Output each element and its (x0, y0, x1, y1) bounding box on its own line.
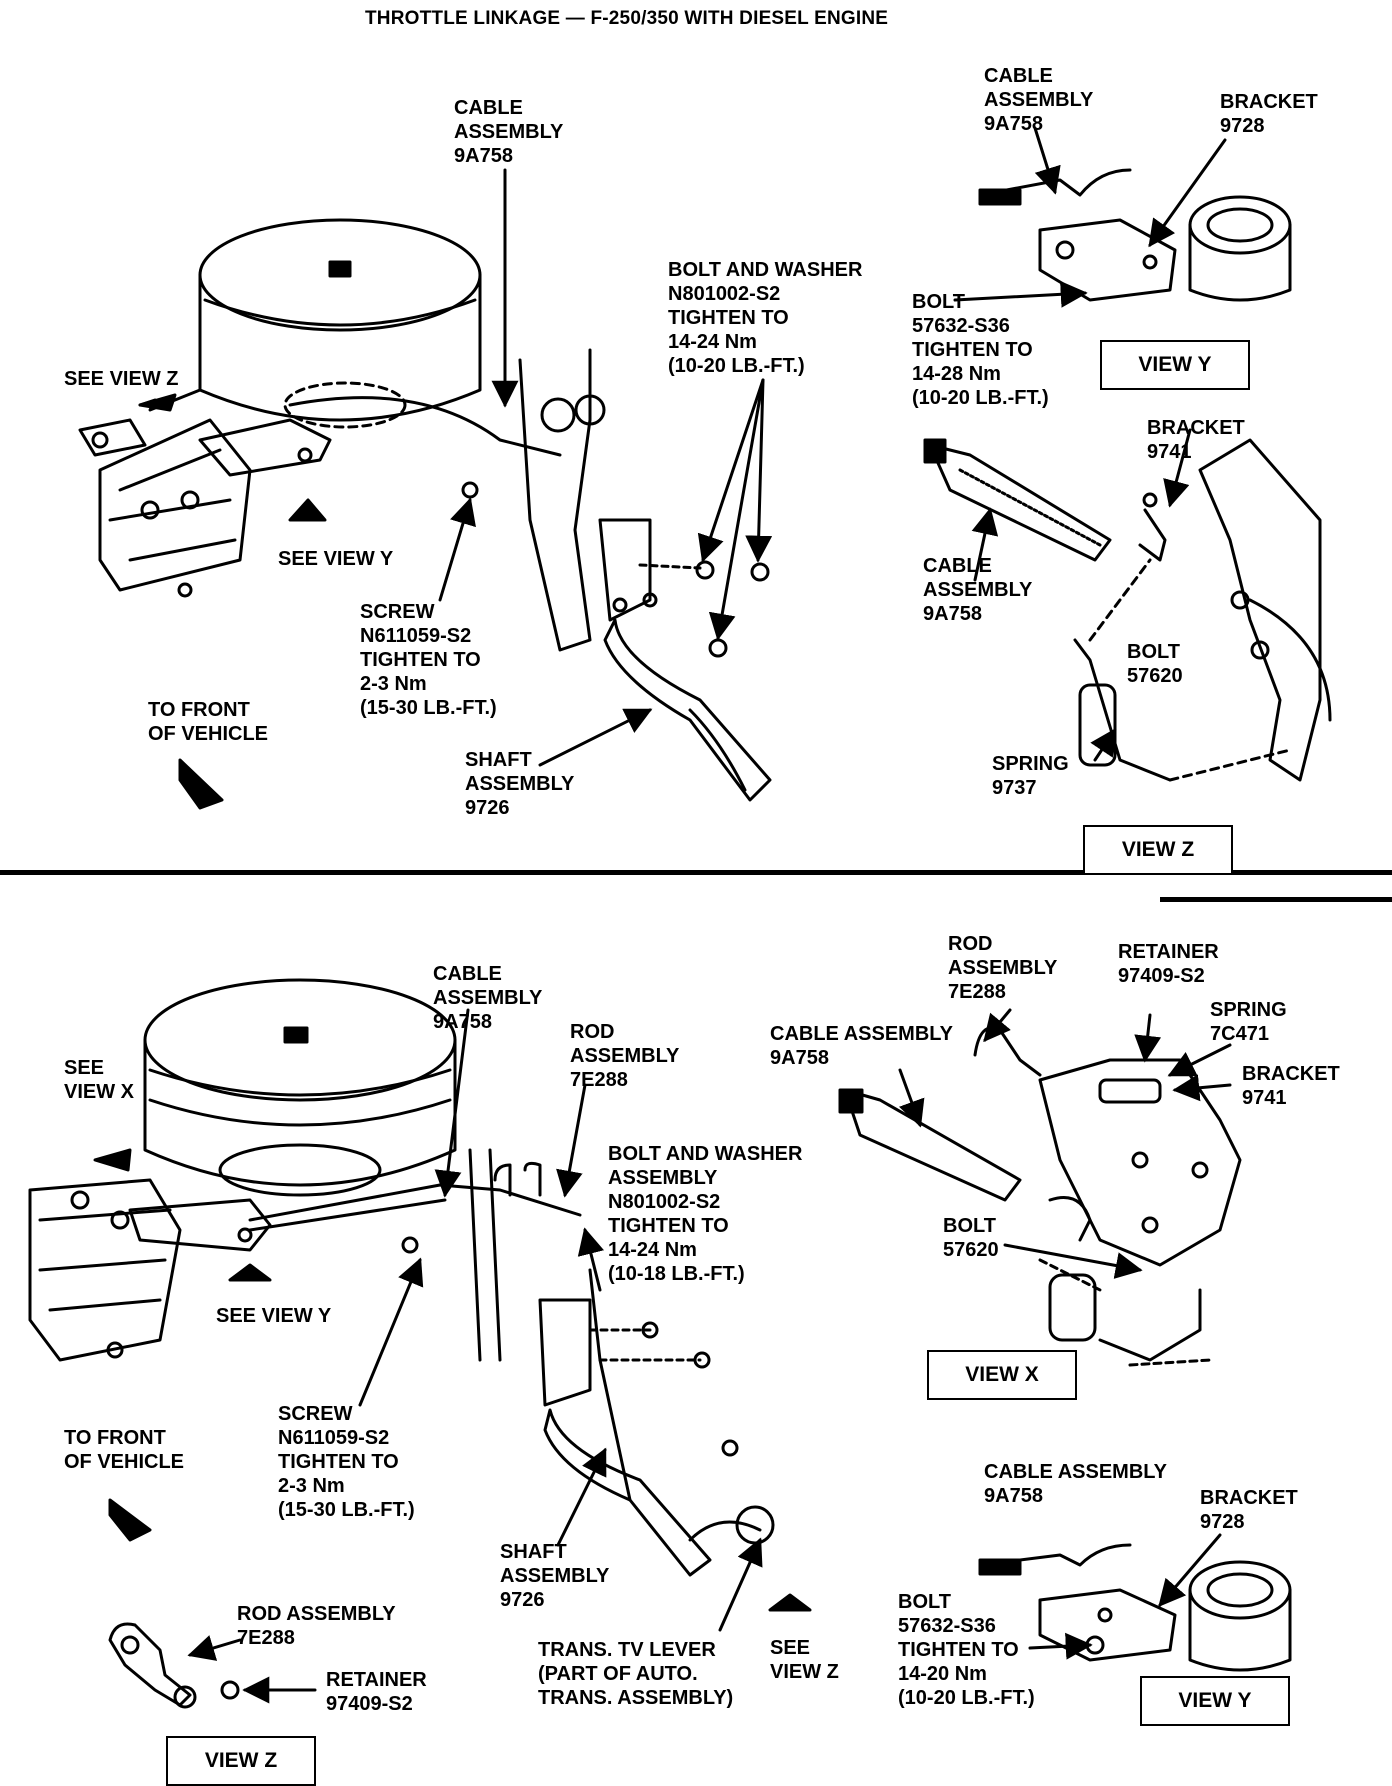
top-viewz-bolt-label: BOLT 57620 (1127, 641, 1183, 687)
bottom-engine-group (28, 978, 775, 1577)
top-front-of-vehicle-label: TO FRONT OF VEHICLE (148, 699, 269, 745)
top-viewy-bracket-label: BRACKET 9728 (1220, 91, 1318, 137)
bottom-bolt-washer-label: BOLT AND WASHER ASSEMBLY N801002-S2 TIGH… (608, 1143, 803, 1285)
bottom-cable-assembly-label: CABLE ASSEMBLY 9A758 (433, 963, 543, 1033)
bottom-view-z-drawing (108, 1622, 317, 1709)
bottom-viewy-bolt-label: BOLT 57632-S36 TIGHTEN TO 14-20 Nm (10-2… (898, 1591, 1035, 1709)
top-view-z-box: VIEW Z (1083, 825, 1233, 875)
top-bolt-washer-label: BOLT AND WASHER N801002-S2 TIGHTEN TO 14… (668, 259, 863, 377)
top-pedal-arm (603, 618, 772, 802)
bottom-viewx-spring-label: SPRING 7C471 (1210, 999, 1287, 1045)
bottom-viewx-bolt-label: BOLT 57620 (943, 1215, 999, 1261)
bottom-viewz-retainer-label: RETAINER 97409-S2 (326, 1669, 427, 1715)
bottom-tv-lever-label: TRANS. TV LEVER (PART OF AUTO. TRANS. AS… (538, 1639, 734, 1709)
top-viewz-cable-label: CABLE ASSEMBLY 9A758 (923, 555, 1033, 625)
bottom-see-view-z-arrow (768, 1593, 812, 1612)
bottom-view-y-drawing (978, 1533, 1292, 1672)
bottom-viewx-retainer-label: RETAINER 97409-S2 (1118, 941, 1219, 987)
top-wing-nut (328, 260, 352, 278)
bottom-viewx-cable-label: CABLE ASSEMBLY 9A758 (770, 1023, 953, 1069)
bottom-rod-assembly-label: ROD ASSEMBLY 7E288 (570, 1021, 680, 1091)
bottom-viewz-rod-label: ROD ASSEMBLY 7E288 (237, 1603, 396, 1649)
top-viewy-cable-label: CABLE ASSEMBLY 9A758 (984, 65, 1094, 135)
top-front-arrow (178, 758, 224, 810)
top-shaft-assembly-label: SHAFT ASSEMBLY 9726 (465, 749, 575, 819)
bottom-viewy-bracket-label: BRACKET 9728 (1200, 1487, 1298, 1533)
top-firewall (518, 348, 592, 652)
bottom-viewx-rod-label: ROD ASSEMBLY 7E288 (948, 933, 1058, 1003)
bottom-see-view-x-label: SEE VIEW X (64, 1057, 135, 1103)
bottom-viewx-bracket-label: BRACKET 9741 (1242, 1063, 1340, 1109)
bottom-view-z-box: VIEW Z (166, 1736, 316, 1786)
page-title: THROTTLE LINKAGE — F-250/350 WITH DIESEL… (365, 8, 889, 29)
top-viewz-bracket-label: BRACKET 9741 (1147, 417, 1245, 463)
bottom-see-view-z-label: SEE VIEW Z (770, 1637, 839, 1683)
top-viewz-spring-label: SPRING 9737 (992, 753, 1069, 799)
top-screw-label: SCREW N611059-S2 TIGHTEN TO 2-3 Nm (15-3… (360, 601, 497, 719)
top-linkage-bar (198, 418, 332, 477)
top-view-y-drawing (953, 126, 1292, 308)
bottom-shaft-assembly-label: SHAFT ASSEMBLY 9726 (500, 1541, 610, 1611)
top-viewy-bolt-label: BOLT 57632-S36 TIGHTEN TO 14-28 Nm (10-2… (912, 291, 1049, 409)
bottom-view-x-drawing (838, 1008, 1242, 1367)
bottom-see-view-y-label: SEE VIEW Y (216, 1305, 332, 1327)
top-see-view-z-label: SEE VIEW Z (64, 368, 179, 390)
bottom-view-y-box: VIEW Y (1140, 1676, 1290, 1726)
bottom-screw-label: SCREW N611059-S2 TIGHTEN TO 2-3 Nm (15-3… (278, 1403, 415, 1521)
bottom-front-arrow (108, 1498, 152, 1542)
bottom-viewy-cable-label: CABLE ASSEMBLY 9A758 (984, 1461, 1167, 1507)
section-divider (0, 870, 1392, 875)
top-engine-group (78, 218, 772, 802)
top-view-y-box: VIEW Y (1100, 340, 1250, 390)
bottom-view-x-box: VIEW X (927, 1350, 1077, 1400)
bottom-front-of-vehicle-label: TO FRONT OF VEHICLE (64, 1427, 185, 1473)
top-cable-assembly-label: CABLE ASSEMBLY 9A758 (454, 97, 564, 167)
top-view-z-drawing (923, 428, 1332, 782)
section-divider-tail (1160, 897, 1392, 902)
top-see-view-y-label: SEE VIEW Y (278, 548, 394, 570)
top-pedal-bracket (598, 518, 652, 622)
top-air-cleaner-body (198, 273, 482, 422)
top-injection-pump (98, 418, 252, 592)
